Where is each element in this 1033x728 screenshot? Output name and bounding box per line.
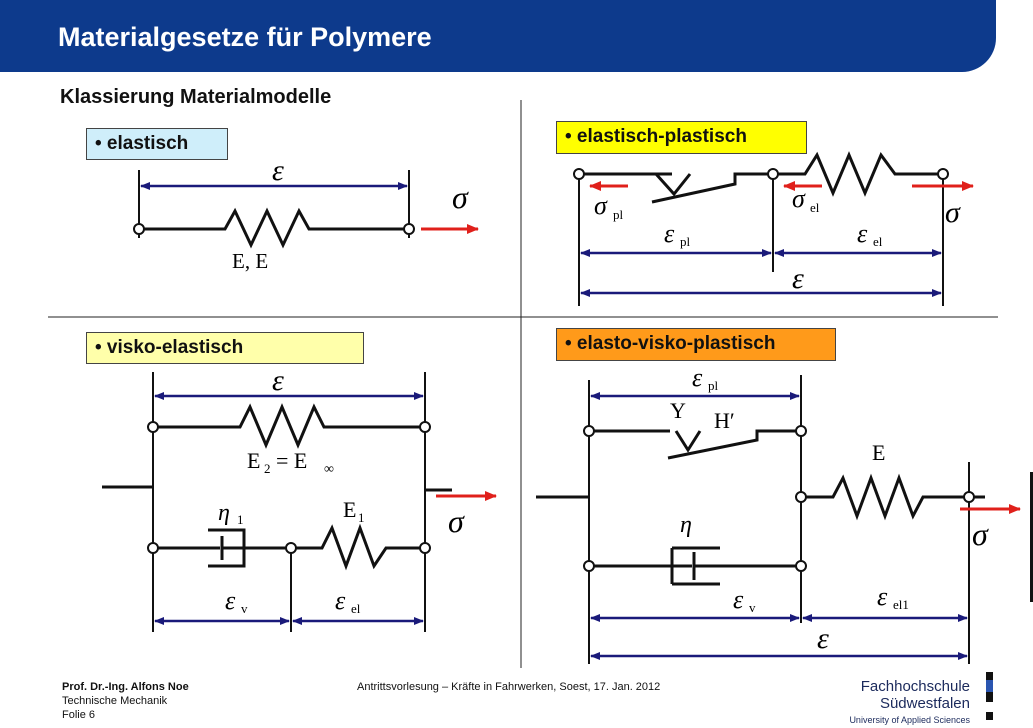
svg-text:ε: ε: [335, 586, 346, 615]
label-elastisch: • elastisch: [86, 128, 228, 160]
dashpot-eta: [589, 546, 801, 586]
svg-text:1: 1: [237, 512, 244, 527]
section-subtitle: Klassierung Materialmodelle: [60, 86, 332, 108]
svg-text:E: E: [343, 497, 356, 522]
footer-author-block: Prof. Dr.-Ing. Alfons Noe Technische Mec…: [62, 680, 189, 722]
svg-text:σ: σ: [972, 516, 989, 552]
university-logo: Fachhochschule Südwestfalen University o…: [830, 678, 970, 725]
header-bar: Materialgesetze für Polymere: [0, 0, 996, 72]
svg-text:ε: ε: [817, 622, 829, 655]
footer-event: Antrittsvorlesung – Kräfte in Fahrwerken…: [357, 681, 661, 693]
page-title: Materialgesetze für Polymere: [58, 22, 432, 52]
svg-text:v: v: [241, 601, 248, 616]
label-elastisch-plastisch: • elastisch-plastisch: [556, 121, 807, 154]
svg-text:E: E: [872, 440, 885, 465]
model-elastisch-plastisch: σ pl σ el σ ε pl ε el ε: [573, 151, 974, 306]
logo-line3: University of Applied Sciences: [849, 715, 970, 725]
spring-e2: [153, 403, 425, 449]
spring-e1: [291, 523, 425, 571]
svg-text:el1: el1: [893, 597, 909, 612]
param-label: E, E: [232, 249, 268, 273]
logo-line2: Südwestfalen: [879, 695, 970, 712]
spring: [139, 207, 409, 249]
label-visko-elastisch: • visko-elastisch: [86, 332, 364, 364]
logo-mark-accent: [986, 680, 993, 692]
svg-text:2: 2: [264, 461, 271, 476]
svg-text:pl: pl: [613, 207, 624, 222]
svg-text:σ: σ: [594, 191, 608, 220]
svg-text:ε: ε: [877, 582, 888, 611]
footer-dept: Technische Mechanik: [62, 695, 168, 707]
model-elasto-visko-plastisch: ε pl Y H′ η E σ ε v ε el1 ε: [536, 363, 1021, 664]
svg-text:ε: ε: [272, 364, 284, 397]
svg-text:H′: H′: [714, 408, 735, 433]
svg-text:η: η: [680, 512, 692, 538]
svg-text:σ: σ: [945, 196, 961, 229]
logo-line1: Fachhochschule: [860, 678, 970, 695]
svg-text:∞: ∞: [324, 462, 334, 477]
svg-text:η: η: [218, 500, 230, 526]
svg-text:ε: ε: [692, 363, 703, 392]
spring-e: [801, 473, 985, 521]
svg-text:ε: ε: [664, 219, 675, 248]
svg-text:ε: ε: [225, 586, 236, 615]
svg-text:1: 1: [358, 510, 365, 525]
friction-element: [579, 172, 773, 204]
svg-text:Y: Y: [670, 398, 686, 423]
svg-text:σ: σ: [448, 503, 465, 539]
sigma-label: σ: [452, 179, 469, 215]
label-elasto-visko-plastisch: • elasto-visko-plastisch: [556, 328, 836, 361]
svg-text:ε: ε: [733, 585, 744, 614]
svg-text:el: el: [351, 601, 361, 616]
svg-text:pl: pl: [680, 234, 691, 249]
model-visko-elastisch: ε E 2 = E ∞ σ η 1 E 1 ε v ε el: [102, 364, 497, 632]
svg-text:ε: ε: [857, 219, 868, 248]
svg-text:σ: σ: [792, 184, 806, 213]
svg-text:= E: = E: [276, 448, 307, 473]
logo-mark-dot: [986, 712, 993, 720]
friction-element: [589, 429, 801, 460]
spring: [773, 151, 943, 197]
svg-text:ε: ε: [792, 262, 804, 295]
dashpot-eta1: [153, 528, 291, 568]
svg-text:v: v: [749, 600, 756, 615]
footer-author: Prof. Dr.-Ing. Alfons Noe: [62, 681, 189, 693]
eps-label: ε: [272, 154, 284, 187]
svg-text:el: el: [810, 200, 820, 215]
model-elastisch: ε σ E, E: [133, 154, 479, 273]
footer-slide-number: Folie 6: [62, 709, 96, 721]
svg-text:E: E: [247, 448, 260, 473]
edge-bar: [1030, 472, 1033, 602]
svg-text:pl: pl: [708, 378, 719, 393]
svg-text:el: el: [873, 234, 883, 249]
